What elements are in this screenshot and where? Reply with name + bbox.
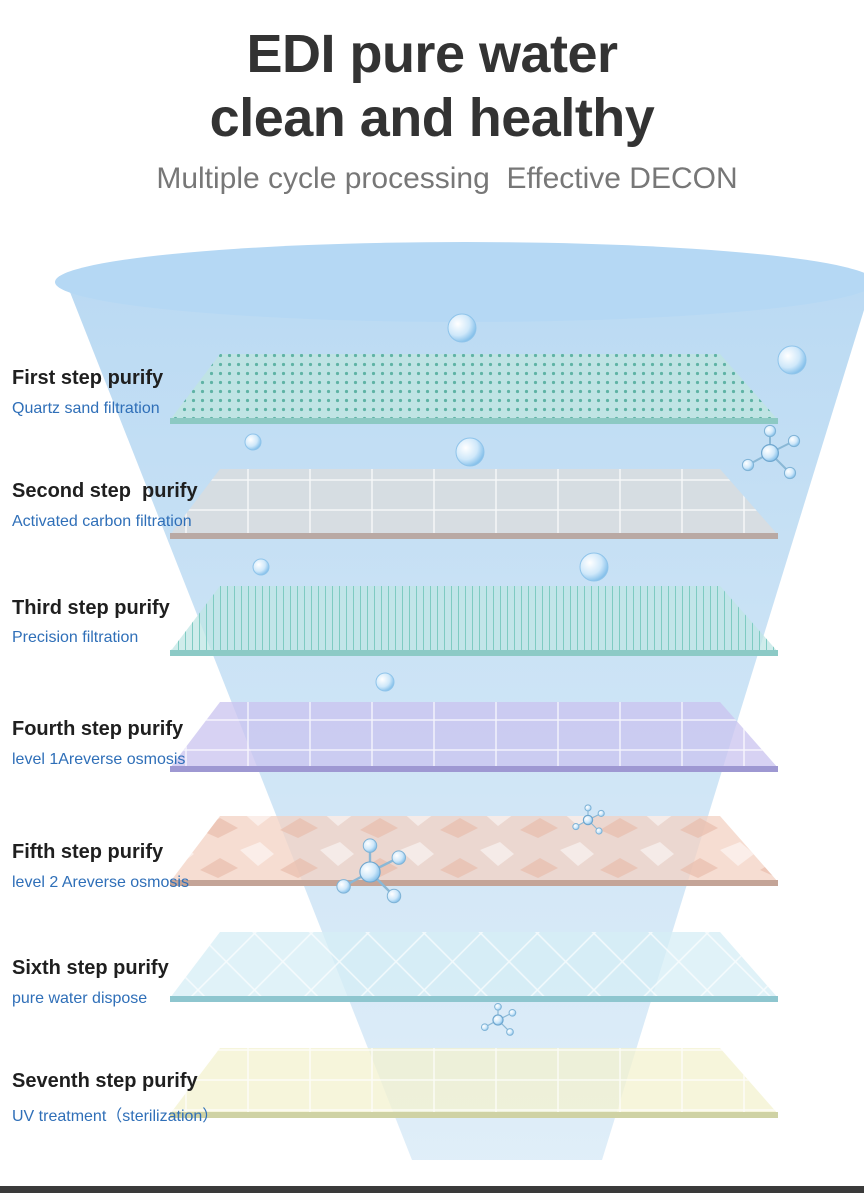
step-title: Fourth step purify xyxy=(12,718,184,740)
bubble xyxy=(252,558,270,576)
filter-layers xyxy=(170,354,778,1118)
step-title: Sixth step purify xyxy=(12,957,169,979)
molecule-icon xyxy=(741,424,801,480)
bubble xyxy=(777,345,807,375)
filter-layer-1 xyxy=(170,354,778,424)
step-title: Seventh step purify xyxy=(12,1070,198,1092)
bubble xyxy=(455,437,485,467)
step-description: Activated carbon filtration xyxy=(12,513,192,530)
step-description: Precision filtration xyxy=(12,629,139,646)
step-description: level 1Areverse osmosis xyxy=(12,751,186,768)
molecule-icons xyxy=(336,424,801,1036)
step-title: Fifth step purify xyxy=(12,841,164,863)
bubble xyxy=(447,313,477,343)
water-bubbles xyxy=(244,313,807,692)
filter-layer-3 xyxy=(170,586,778,656)
molecule-icon xyxy=(336,838,407,904)
molecule-icon xyxy=(572,804,605,835)
step-title: Second step purify xyxy=(12,480,198,502)
page-subtitle: Multiple cycle processing Effective DECO… xyxy=(156,162,738,195)
molecule-icon xyxy=(480,1002,517,1036)
step-description: level 2 Areverse osmosis xyxy=(12,874,189,891)
filter-layer-5 xyxy=(170,816,778,886)
filter-layer-6 xyxy=(170,932,778,1002)
bubble xyxy=(375,672,395,692)
step-title: First step purify xyxy=(12,367,164,389)
funnel-top-ellipse xyxy=(55,242,864,322)
step-description: Quartz sand filtration xyxy=(12,400,160,417)
bubble xyxy=(579,552,609,582)
bubble xyxy=(244,433,262,451)
filter-layer-7 xyxy=(170,1048,778,1118)
page-title-line-2: clean and healthy xyxy=(209,88,655,148)
filter-layer-4 xyxy=(170,702,778,772)
page-title-line-1: EDI pure water xyxy=(246,24,618,84)
filter-layer-2 xyxy=(170,469,778,539)
bottom-divider xyxy=(0,1186,864,1193)
step-title: Third step purify xyxy=(12,597,170,619)
step-description: pure water dispose xyxy=(12,990,148,1007)
step-description: UV treatment（sterilization） xyxy=(12,1108,219,1125)
